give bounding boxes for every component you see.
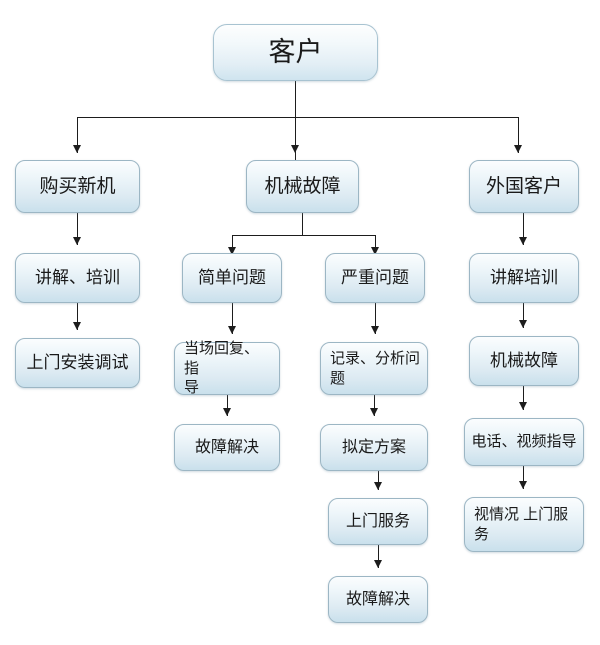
node-record-analyze[interactable]: 记录、分析问 题 bbox=[320, 342, 428, 395]
node-serious-problem[interactable]: 严重问题 bbox=[325, 253, 425, 303]
edge-simple-2 bbox=[227, 395, 228, 416]
arrowhead-right-1 bbox=[519, 237, 527, 245]
node-onsite-reply[interactable]: 当场回复、指 导 bbox=[174, 340, 280, 396]
arrowhead-left-1 bbox=[73, 237, 81, 245]
arrowhead-to-foreign bbox=[514, 145, 522, 153]
edge-mid-to-serious bbox=[375, 235, 376, 255]
edge-right-1 bbox=[523, 213, 524, 245]
arrowhead-right-2 bbox=[519, 320, 527, 328]
node-phone-video-guide[interactable]: 电话、视频指导 bbox=[464, 418, 584, 466]
edge-right-2 bbox=[523, 303, 524, 328]
node-explain-training-2[interactable]: 讲解培训 bbox=[469, 253, 579, 303]
edge-left-1 bbox=[77, 213, 78, 245]
edge-root-bus bbox=[77, 117, 518, 118]
node-mechanical-fail-2[interactable]: 机械故障 bbox=[469, 336, 579, 386]
arrowhead-to-buy-new-machine bbox=[73, 145, 81, 153]
edge-root-to-left bbox=[77, 117, 78, 153]
edge-right-4 bbox=[523, 466, 524, 489]
arrowhead-simple-2 bbox=[223, 408, 231, 416]
edge-serious-4 bbox=[378, 545, 379, 568]
arrowhead-serious-2 bbox=[370, 408, 378, 416]
edge-serious-3 bbox=[378, 471, 379, 490]
node-onsite-install[interactable]: 上门安装调试 bbox=[15, 338, 140, 388]
edge-mid-stem bbox=[302, 213, 303, 235]
arrowhead-serious-4 bbox=[374, 560, 382, 568]
arrowhead-to-mechanical bbox=[291, 145, 299, 153]
node-fault-resolved-ser[interactable]: 故障解决 bbox=[328, 576, 428, 623]
node-foreign-customer[interactable]: 外国客户 bbox=[469, 160, 579, 213]
node-buy-new-machine[interactable]: 购买新机 bbox=[15, 160, 140, 213]
node-simple-problem[interactable]: 简单问题 bbox=[182, 253, 282, 303]
node-conditional-onsite[interactable]: 视情况 上门服 务 bbox=[464, 497, 584, 552]
edge-root-stem bbox=[295, 81, 296, 160]
node-mechanical-failure[interactable]: 机械故障 bbox=[246, 160, 359, 213]
edge-serious-2 bbox=[374, 395, 375, 416]
arrowhead-to-simple bbox=[228, 247, 236, 255]
arrowhead-left-2 bbox=[73, 322, 81, 330]
edge-mid-bus bbox=[232, 235, 375, 236]
edge-simple-1 bbox=[232, 303, 233, 334]
edge-mid-to-simple bbox=[232, 235, 233, 255]
node-draft-plan[interactable]: 拟定方案 bbox=[320, 424, 428, 471]
node-root[interactable]: 客户 bbox=[213, 24, 378, 81]
arrowhead-simple-1 bbox=[228, 326, 236, 334]
edge-left-2 bbox=[77, 303, 78, 330]
arrowhead-right-3 bbox=[519, 402, 527, 410]
edge-serious-1 bbox=[375, 303, 376, 334]
arrowhead-serious-1 bbox=[371, 326, 379, 334]
node-explain-training-1[interactable]: 讲解、培训 bbox=[15, 253, 140, 303]
arrowhead-serious-3 bbox=[374, 482, 382, 490]
edge-right-3 bbox=[523, 386, 524, 410]
node-onsite-service[interactable]: 上门服务 bbox=[328, 498, 428, 545]
edge-root-to-right bbox=[518, 117, 519, 153]
arrowhead-right-4 bbox=[519, 481, 527, 489]
arrowhead-to-serious bbox=[371, 247, 379, 255]
node-fault-resolved-mid[interactable]: 故障解决 bbox=[174, 424, 280, 471]
